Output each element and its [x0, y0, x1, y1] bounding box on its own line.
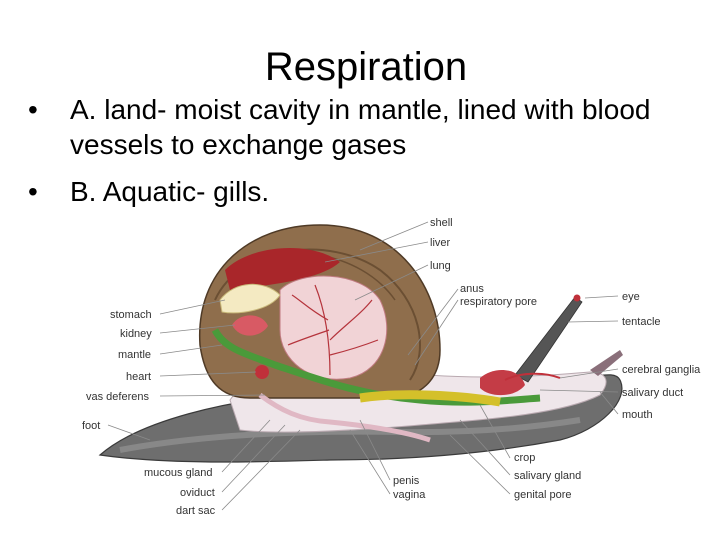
label-liver: liver [430, 237, 451, 249]
label-mucous-gland: mucous gland [144, 467, 213, 479]
label-eye: eye [622, 291, 640, 303]
label-stomach: stomach [110, 309, 152, 321]
crop-organ [359, 390, 501, 407]
upper-tentacle [514, 296, 583, 383]
snail-anatomy-diagram: shell liver lung anus respiratory pore e… [80, 205, 720, 535]
bullet-list: • A. land- moist cavity in mantle, lined… [28, 92, 698, 221]
eye-spot [573, 294, 581, 302]
cerebral-ganglia [504, 372, 561, 381]
label-anus: anus [460, 283, 484, 295]
lung-blood-vessels [287, 284, 379, 376]
label-mantle: mantle [118, 349, 151, 361]
leader-lines [107, 221, 619, 511]
bullet-text: B. Aquatic- gills. [70, 176, 270, 207]
slide-title: Respiration [264, 45, 468, 89]
lung-cavity [279, 275, 388, 380]
label-crop: crop [514, 452, 535, 464]
label-genital-pore: genital pore [514, 489, 572, 501]
lower-tentacle [590, 350, 623, 376]
label-vas-deferens: vas deferens [86, 391, 149, 403]
label-kidney: kidney [120, 328, 152, 340]
label-mouth: mouth [622, 409, 653, 421]
label-heart: heart [126, 371, 151, 383]
kidney-organ [232, 315, 268, 336]
label-cerebral-ganglia: cerebral ganglia [622, 364, 701, 376]
bullet-item: • B. Aquatic- gills. [28, 174, 698, 209]
label-foot: foot [82, 420, 100, 432]
label-shell: shell [430, 217, 453, 229]
label-vagina: vagina [393, 489, 426, 501]
stomach-organ [219, 283, 281, 314]
bullet-item: • A. land- moist cavity in mantle, lined… [28, 92, 698, 162]
bullet-text: A. land- moist cavity in mantle, lined w… [70, 94, 651, 160]
liver-organ [225, 248, 340, 290]
label-respiratory-pore: respiratory pore [460, 296, 537, 308]
label-lung: lung [430, 260, 451, 272]
label-dart-sac: dart sac [176, 505, 216, 517]
label-salivary-duct: salivary duct [622, 387, 683, 399]
bullet-marker: • [28, 176, 38, 207]
heart-organ [255, 365, 269, 379]
label-tentacle: tentacle [622, 316, 661, 328]
reproductive-ducts [258, 392, 431, 443]
label-oviduct: oviduct [180, 487, 215, 499]
bullet-marker: • [28, 94, 38, 125]
label-salivary-gland: salivary gland [514, 470, 581, 482]
label-penis: penis [393, 475, 420, 487]
